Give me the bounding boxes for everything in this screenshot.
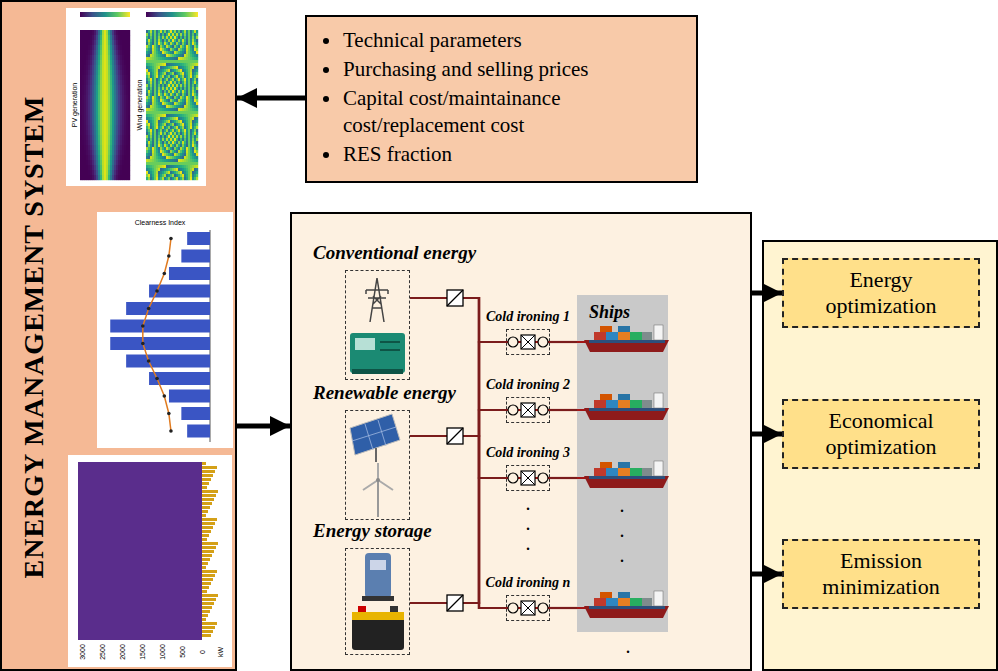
ellipsis-dot: .: [620, 520, 625, 540]
ellipsis-dot: .: [526, 533, 531, 553]
tick-label: 1500: [139, 644, 146, 660]
panel-title: ENERGY MANAGEMENT SYSTEM: [18, 96, 50, 579]
cold-ironing-box: Cold ironing 1: [506, 329, 550, 355]
source-box: Conventional energy: [345, 270, 410, 380]
bullet-item: RES fraction: [323, 141, 684, 168]
box-heading: Renewable energy: [313, 382, 456, 405]
tick-label: 500: [179, 646, 186, 658]
power-system-panel-fill: [290, 212, 752, 671]
load-chart: [68, 455, 232, 667]
ships-band-fill: [577, 295, 668, 632]
cold-ironing-box: Cold ironing n: [506, 595, 550, 621]
bullet-text: Purchasing and selling prices: [343, 56, 589, 83]
flow-arrow: [237, 424, 290, 429]
tick-label: 1000: [159, 644, 166, 660]
converter-symbol: [447, 290, 463, 611]
box-heading: Cold ironing 2: [485, 377, 571, 394]
tick-label: 2500: [99, 644, 106, 660]
system-panel: ENERGY MANAGEMENT SYSTEM: [0, 0, 237, 671]
box-heading: Cold ironing 3: [485, 445, 571, 462]
cold-ironing-box: Cold ironing 2: [506, 397, 550, 423]
ship-picture: [577, 325, 669, 618]
box-heading: Cold ironing 1: [485, 309, 571, 326]
heatmap-chart: [66, 8, 206, 186]
system-panel-fill: [0, 0, 237, 671]
renewable-icon: [350, 414, 400, 517]
bullet-text: Capital cost/maintainance cost/replaceme…: [343, 85, 684, 139]
power-wire: [550, 607, 577, 609]
box-label: Energy optimization: [804, 267, 958, 320]
bullet-dot: [323, 96, 329, 102]
ellipsis-dot: .: [526, 513, 531, 533]
input-box: Technical parametersPurchasing and selli…: [305, 15, 698, 183]
power-wire: [550, 341, 577, 343]
ellipsis-dot: .: [620, 545, 625, 565]
axis-title: PV generation: [71, 83, 78, 127]
bullet-dot: [323, 38, 329, 44]
bullet-text: RES fraction: [343, 141, 452, 168]
chart-title: Clearness Index: [135, 219, 186, 226]
source-box: Energy storage: [345, 548, 410, 655]
bullet-item: Capital cost/maintainance cost/replaceme…: [323, 85, 684, 139]
objectives-panel-fill: [762, 240, 998, 671]
axis-title: kW: [217, 647, 224, 657]
box-heading: Cold ironing n: [485, 575, 572, 592]
box-label: Emission minimization: [804, 548, 958, 601]
ellipsis-dot: .: [620, 495, 625, 515]
power-wire: [550, 409, 577, 411]
ships-band: Ships: [577, 295, 668, 632]
flow-arrow: [752, 291, 782, 296]
bullet-text: Technical parameters: [343, 27, 522, 54]
objective-box-fill: [782, 399, 980, 469]
objective-box: Energy optimization: [782, 258, 980, 328]
source-box: Renewable energy: [345, 410, 410, 520]
objective-box: Emission minimization: [782, 539, 980, 609]
ellipsis-dot: .: [526, 493, 531, 513]
power-system-panel: Conventional energyRenewable energyEnerg…: [290, 212, 752, 671]
axis-title: Wind generation: [136, 80, 143, 131]
box-label: Ships: [589, 302, 668, 323]
bullet-dot: [323, 67, 329, 73]
bullet-item: Purchasing and selling prices: [323, 56, 684, 83]
power-wire: [550, 477, 577, 479]
storage-icon: [352, 553, 404, 650]
ellipsis-dot: .: [626, 636, 631, 656]
objectives-panel: Energy optimizationEconomical optimizati…: [762, 240, 998, 671]
bullet-dot: [323, 152, 329, 158]
box-heading: Conventional energy: [313, 242, 476, 265]
objective-box-fill: [782, 539, 980, 609]
box-heading: Energy storage: [313, 520, 432, 543]
grid-icon: [350, 278, 405, 374]
bullet-item: Technical parameters: [323, 27, 684, 54]
tick-label: 0: [199, 650, 206, 654]
flow-arrow: [752, 572, 782, 577]
cold-ironing-box: Cold ironing 3: [506, 465, 550, 491]
bar-chart: [97, 212, 233, 448]
flow-arrow: [237, 96, 305, 101]
tick-label: 2000: [119, 644, 126, 660]
objective-box-fill: [782, 258, 980, 328]
box-label: Economical optimization: [804, 408, 958, 461]
input-box-fill: [305, 15, 698, 183]
objective-box: Economical optimization: [782, 399, 980, 469]
tick-label: 3000: [79, 644, 86, 660]
flow-arrow: [752, 432, 782, 437]
